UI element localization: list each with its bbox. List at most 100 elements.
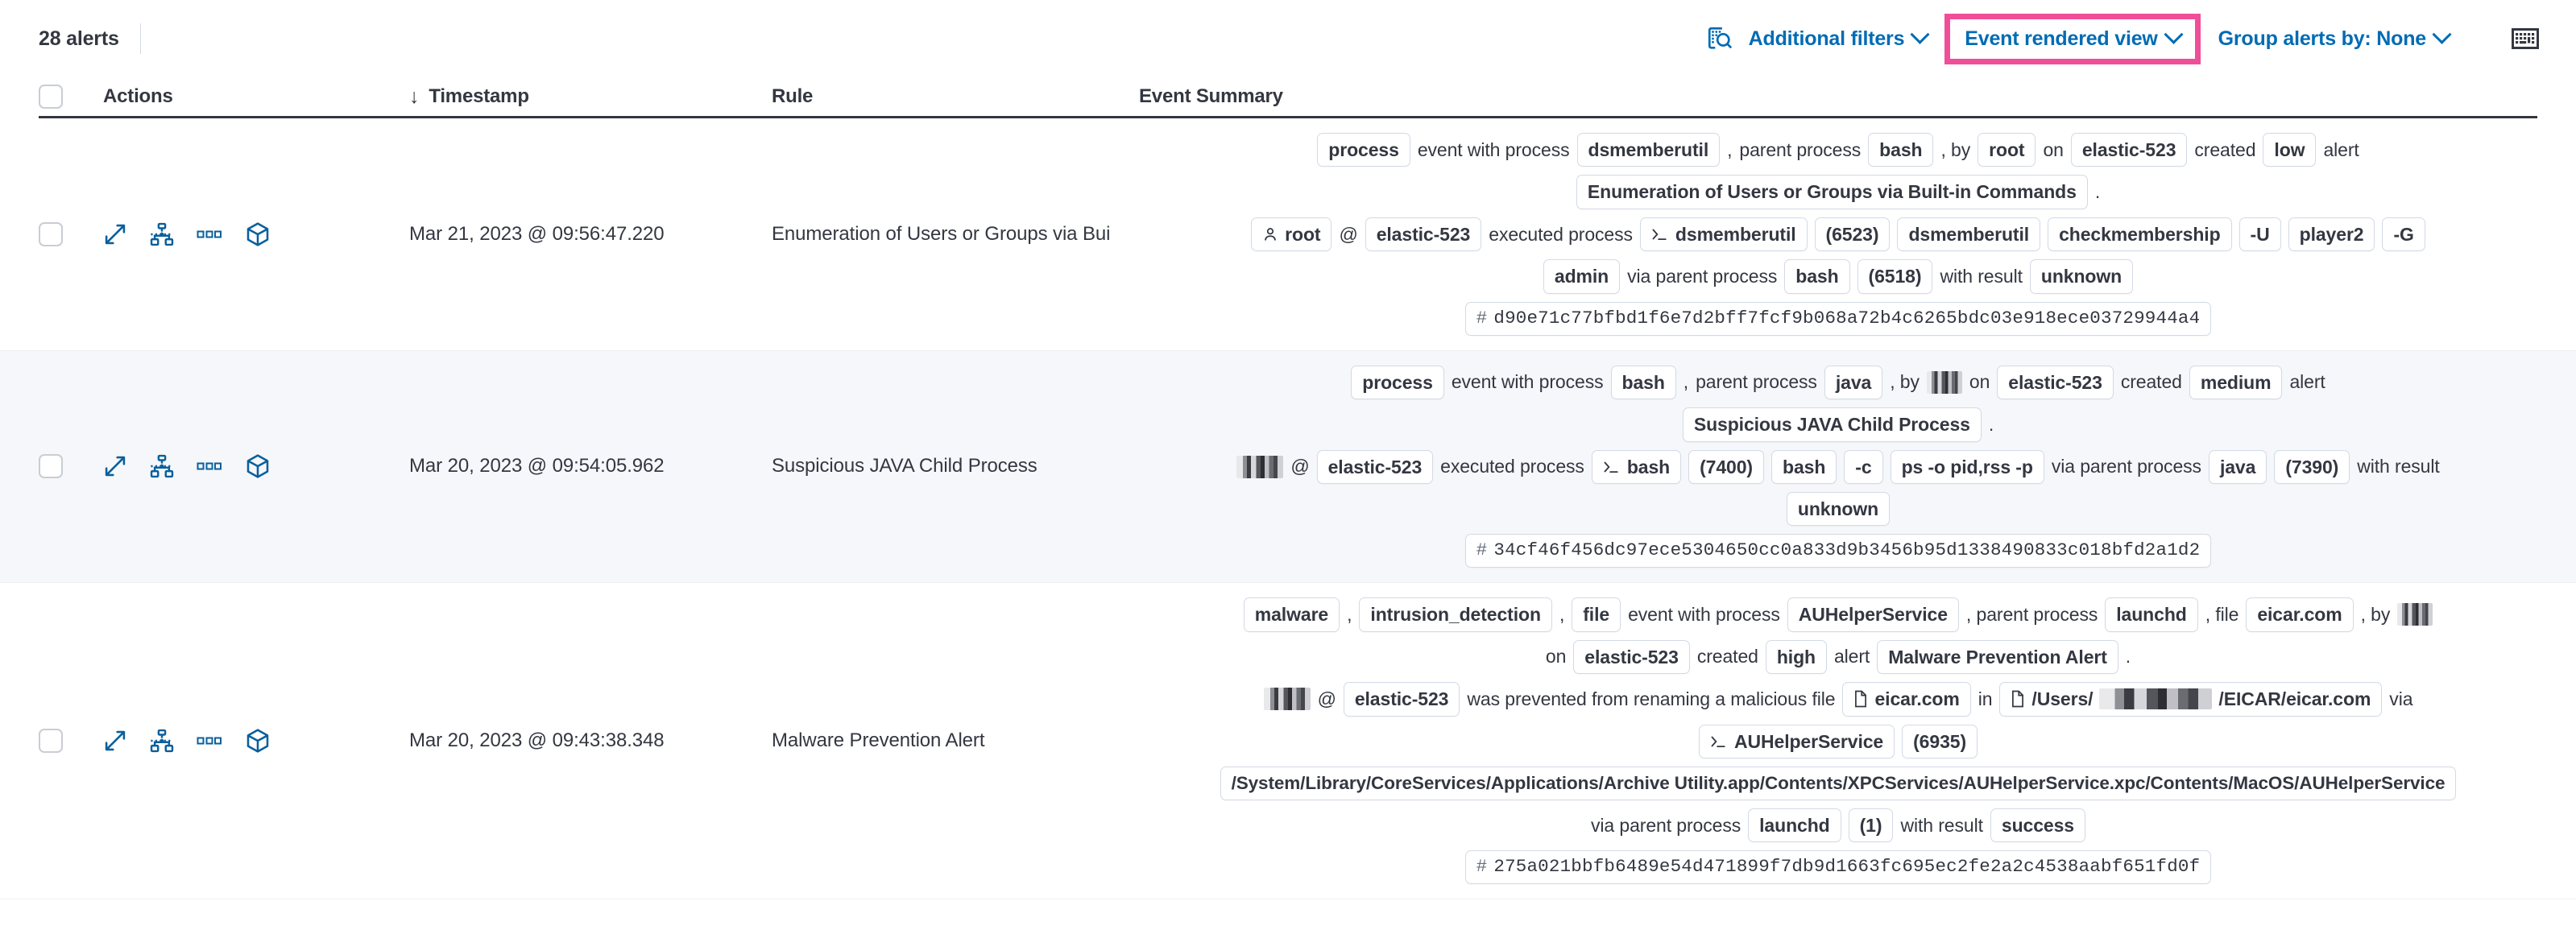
event-field-pill[interactable]: eicar.com	[1842, 682, 1971, 717]
session-view-icon[interactable]	[150, 454, 174, 478]
event-field-pill[interactable]: elastic-523	[1997, 365, 2114, 400]
event-field-pill[interactable]: bash	[1591, 449, 1682, 484]
event-field-pill[interactable]: (7400)	[1688, 449, 1764, 484]
redacted-user-value	[1263, 688, 1311, 711]
redacted-user-value	[1236, 455, 1284, 478]
pill-label: AUHelperService	[1798, 604, 1948, 626]
event-field-pill[interactable]: (7390)	[2274, 449, 2350, 484]
column-header-timestamp[interactable]: ↓ Timestamp	[409, 85, 772, 108]
event-hash-pill[interactable]: #275a021bbfb6489e54d471899f7db9d1663fc69…	[1464, 850, 2212, 885]
event-summary-text: via parent process	[2051, 456, 2201, 477]
event-field-pill[interactable]: unknown	[1786, 491, 1891, 527]
event-field-pill[interactable]: Enumeration of Users or Groups via Built…	[1576, 175, 2088, 209]
event-hash-pill[interactable]: #d90e71c77bfbd1f6e7d2bff7fcf9b068a72b4c6…	[1464, 301, 2212, 336]
column-header-rule: Rule	[772, 85, 814, 107]
event-field-pill[interactable]: AUHelperService	[1698, 724, 1895, 758]
event-field-pill[interactable]: bash	[1784, 259, 1850, 294]
event-field-pill[interactable]: intrusion_detection	[1359, 597, 1552, 632]
event-field-pill[interactable]: Suspicious JAVA Child Process	[1682, 407, 1982, 442]
file-icon	[1853, 690, 1868, 708]
session-view-icon[interactable]	[150, 222, 174, 246]
event-field-pill[interactable]: process	[1351, 365, 1444, 400]
event-field-pill[interactable]: process	[1317, 133, 1410, 167]
event-field-pill[interactable]: (1)	[1848, 808, 1894, 843]
event-field-pill[interactable]: bash	[1868, 133, 1934, 167]
event-field-pill[interactable]: dsmemberutil	[1576, 133, 1721, 167]
event-field-pill[interactable]: elastic-523	[1343, 682, 1460, 717]
more-actions-icon[interactable]	[197, 735, 222, 746]
row-select-checkbox[interactable]	[39, 221, 63, 246]
inspect-icon[interactable]	[1702, 21, 1737, 56]
sort-descending-icon: ↓	[409, 85, 420, 108]
event-process-path-pill[interactable]: /System/Library/CoreServices/Application…	[1220, 767, 2457, 800]
analyzer-cube-icon[interactable]	[245, 453, 271, 479]
event-field-pill[interactable]: elastic-523	[1573, 639, 1690, 675]
additional-filters-button[interactable]: Additional filters	[1737, 23, 1939, 56]
event-field-pill[interactable]: eicar.com	[2246, 597, 2354, 632]
event-field-pill[interactable]: bash	[1771, 449, 1837, 484]
analyzer-cube-icon[interactable]	[245, 221, 271, 247]
toolbar-right-controls: Additional filters Event rendered view G…	[1702, 13, 2544, 64]
event-field-pill[interactable]: checkmembership	[2048, 217, 2232, 252]
event-field-pill[interactable]: malware	[1243, 597, 1340, 632]
keyboard-icon[interactable]	[2507, 20, 2544, 57]
event-field-pill[interactable]: low	[2263, 133, 2317, 167]
pill-label: (1)	[1859, 814, 1882, 836]
event-field-pill[interactable]: Malware Prevention Alert	[1877, 639, 2118, 675]
event-field-pill[interactable]: root	[1251, 217, 1332, 252]
expand-icon[interactable]	[103, 729, 127, 753]
event-field-pill[interactable]: AUHelperService	[1787, 597, 1959, 632]
redacted-user-value	[1926, 370, 1962, 394]
event-field-pill[interactable]: success	[1990, 808, 2085, 843]
event-field-pill[interactable]: unknown	[2029, 259, 2134, 294]
event-field-pill[interactable]: medium	[2189, 365, 2283, 400]
event-field-pill[interactable]: (6523)	[1814, 217, 1891, 252]
select-all-checkbox[interactable]	[39, 85, 63, 109]
event-field-pill[interactable]: -c	[1844, 449, 1883, 484]
event-field-pill[interactable]: ps -o pid,rss -p	[1890, 449, 2044, 484]
event-field-pill[interactable]: java	[2208, 449, 2267, 484]
event-field-pill[interactable]: root	[1978, 133, 2036, 167]
expand-icon[interactable]	[103, 222, 127, 246]
event-field-pill[interactable]: (6518)	[1857, 259, 1933, 294]
analyzer-cube-icon[interactable]	[245, 728, 271, 754]
row-select-checkbox[interactable]	[39, 729, 63, 754]
event-field-pill[interactable]: high	[1765, 639, 1827, 675]
event-field-pill[interactable]: file	[1572, 597, 1621, 632]
event-rendered-view-button[interactable]: Event rendered view	[1961, 24, 2184, 51]
event-field-pill[interactable]: -U	[2238, 217, 2281, 252]
event-summary-text: with result	[1940, 266, 2023, 287]
event-field-pill[interactable]: elastic-523	[1365, 217, 1482, 252]
event-field-pill[interactable]: admin	[1543, 259, 1621, 294]
event-field-pill[interactable]: (6935)	[1902, 724, 1978, 758]
more-actions-icon[interactable]	[197, 461, 222, 472]
event-field-pill[interactable]: player2	[2288, 217, 2375, 252]
pill-label: unknown	[1797, 498, 1879, 519]
session-view-icon[interactable]	[150, 729, 174, 753]
group-alerts-by-button[interactable]: Group alerts by: None	[2207, 23, 2460, 56]
event-field-pill[interactable]: elastic-523	[1316, 449, 1434, 484]
more-actions-icon[interactable]	[197, 229, 222, 240]
event-field-pill[interactable]: elastic-523	[2070, 133, 2188, 167]
pill-label: bash	[1626, 456, 1671, 477]
event-field-pill[interactable]: dsmemberutil	[1897, 217, 2041, 252]
event-summary-text: @	[1290, 456, 1310, 477]
event-field-pill[interactable]: launchd	[1748, 808, 1841, 843]
event-field-pill[interactable]: bash	[1610, 365, 1676, 400]
event-field-pill[interactable]: dsmemberutil	[1639, 217, 1808, 252]
event-hash-pill[interactable]: #34cf46f456dc97ece5304650cc0a833d9b3456b…	[1464, 534, 2212, 568]
row-select-checkbox[interactable]	[39, 454, 63, 479]
pill-label: eicar.com	[2257, 604, 2342, 626]
event-field-pill[interactable]: -G	[2382, 217, 2425, 252]
event-rendered-view-highlight: Event rendered view	[1944, 13, 2201, 64]
event-field-pill[interactable]: launchd	[2105, 597, 2198, 632]
event-file-path-pill[interactable]: /Users//EICAR/eicar.com	[1999, 682, 2383, 717]
table-header-underline	[39, 116, 2537, 118]
expand-icon[interactable]	[103, 454, 127, 478]
event-field-pill[interactable]: java	[1824, 365, 1883, 400]
additional-filters-label: Additional filters	[1748, 27, 1905, 50]
